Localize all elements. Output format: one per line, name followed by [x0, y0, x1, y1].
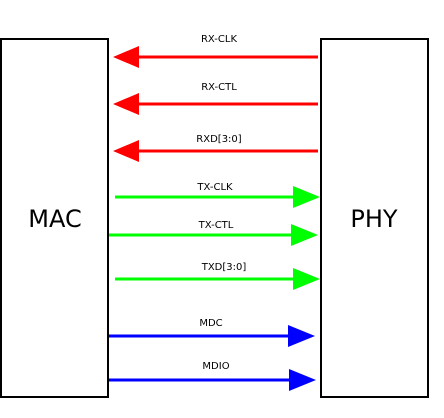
rxd-label: RXD[3:0] — [196, 134, 241, 145]
tx-clk-arrowhead — [293, 186, 320, 208]
phy-label: PHY — [350, 205, 398, 233]
signal-rx-ctl: RX-CTL — [113, 82, 318, 115]
rx-ctl-label: RX-CTL — [201, 82, 237, 93]
txd-label: TXD[3:0] — [201, 262, 247, 273]
phy-block — [320, 38, 429, 398]
txd-arrowhead — [293, 268, 320, 290]
mac-block — [0, 38, 109, 398]
mdc-arrowhead — [288, 325, 315, 347]
rx-clk-label: RX-CLK — [201, 34, 237, 45]
mdio-arrowhead — [289, 369, 316, 391]
signal-mdio: MDIO — [109, 361, 316, 391]
signal-txd: TXD[3:0] — [115, 262, 320, 290]
signal-tx-ctl: TX-CTL — [109, 220, 318, 246]
tx-ctl-label: TX-CTL — [198, 220, 234, 231]
signal-rxd: RXD[3:0] — [113, 134, 318, 162]
signal-rx-clk: RX-CLK — [113, 34, 318, 68]
rx-ctl-arrowhead — [113, 93, 139, 115]
signal-mdc: MDC — [109, 318, 315, 347]
tx-clk-label: TX-CLK — [196, 182, 233, 193]
mdc-label: MDC — [199, 318, 222, 329]
tx-ctl-arrowhead — [291, 224, 318, 246]
signal-tx-clk: TX-CLK — [115, 182, 320, 208]
rxd-arrowhead — [113, 140, 139, 162]
mdio-label: MDIO — [202, 361, 229, 372]
rx-clk-arrowhead — [113, 46, 139, 68]
mac-label: MAC — [28, 205, 81, 233]
